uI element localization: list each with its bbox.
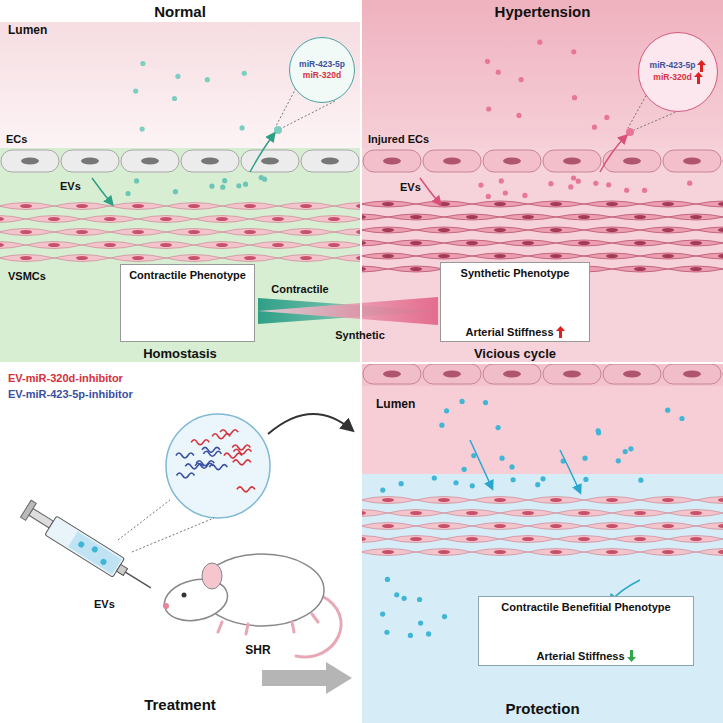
text-line: Arterial Stiffness [465, 326, 564, 338]
increase-arrow [694, 72, 703, 84]
decrease-arrow [627, 650, 636, 662]
text-line: Protection [505, 700, 579, 717]
text-line: Synthetic Phenotype [461, 267, 570, 279]
text-line: miR-423-5p [650, 60, 707, 72]
ev-circle: miR-423-5pmiR-320d [289, 37, 355, 103]
text-line: Treatment [144, 696, 216, 713]
text-line: Hypertension [495, 3, 591, 20]
text-line: miR-423-5p [299, 59, 345, 70]
node-text: Arterial Stiffness [536, 650, 624, 662]
label: ECs [6, 133, 27, 145]
node-text: miR-320d [303, 70, 341, 81]
label: EV-miR-320d-inhibitor [8, 372, 123, 384]
node-text: miR-320d [653, 72, 691, 83]
label: Homostasis [143, 346, 217, 361]
node-text: Contractile Benefitial Phenotype [501, 601, 670, 613]
phenotype-box: Contractile Benefitial PhenotypeArterial… [478, 596, 694, 666]
label: EV-miR-423-5p-inhibitor [8, 388, 133, 400]
phenotype-box: Contractile Phenotype [120, 264, 255, 342]
label: Lumen [8, 23, 47, 37]
increase-arrow [556, 326, 565, 338]
label: Contractile [271, 283, 328, 295]
text-line: Contractile Benefitial Phenotype [501, 601, 670, 613]
node-text: Normal [154, 3, 206, 20]
label: Synthetic [335, 329, 385, 341]
panel-normal: Normal miR-423-5pmiR-320dContractile Phen… [0, 0, 360, 362]
node-text: Hypertension [495, 3, 591, 20]
node-text: miR-423-5p [650, 60, 696, 71]
node-text: miR-423-5p [299, 59, 345, 70]
label: EVs [60, 180, 81, 192]
node-text: Synthetic Phenotype [461, 267, 570, 279]
node-text: Arterial Stiffness [465, 326, 553, 338]
text-line: Contractile Phenotype [129, 269, 246, 281]
text-line: miR-320d [653, 72, 702, 84]
label: Lumen [376, 397, 415, 411]
text-line: miR-320d [303, 70, 341, 81]
panel-treatment: Treatment [0, 364, 360, 723]
node-text: Treatment [144, 696, 216, 713]
node-text: Contractile Phenotype [129, 269, 246, 281]
increase-arrow [697, 60, 706, 72]
text-line: Arterial Stiffness [536, 650, 635, 662]
ev-circle: miR-423-5pmiR-320d [638, 32, 718, 112]
node-text: Protection [505, 700, 579, 717]
label: SHR [245, 643, 270, 657]
label: VSMCs [8, 270, 46, 282]
label: EVs [94, 598, 115, 610]
text-line: Normal [154, 3, 206, 20]
label: EVs [400, 181, 421, 193]
label: Injured ECs [368, 133, 429, 145]
label: Vicious cycle [474, 346, 556, 361]
phenotype-box: Synthetic PhenotypeArterial Stiffness [440, 262, 590, 342]
panel-protection: Protection Contractile Benefitial Phenoty… [362, 364, 723, 723]
